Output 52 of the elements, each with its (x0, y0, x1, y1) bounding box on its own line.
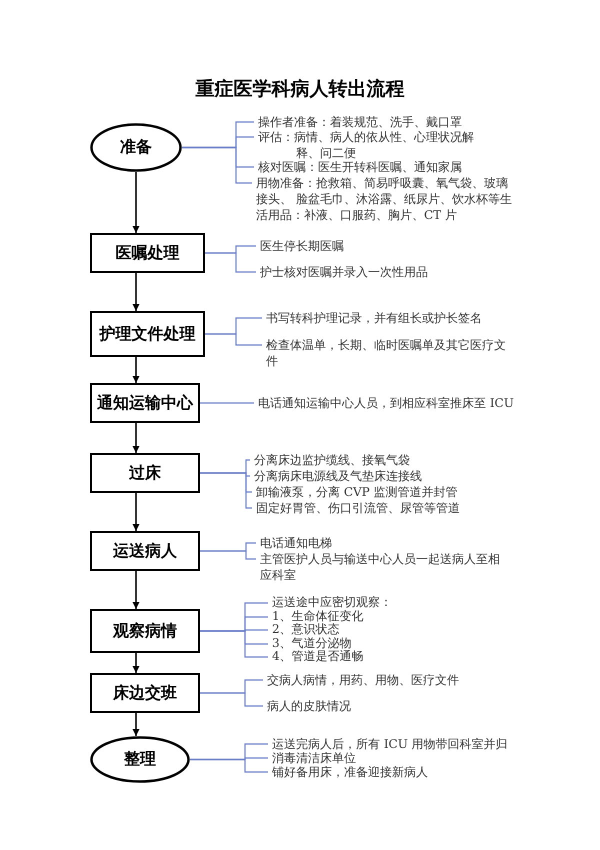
step-note: 3、气道分泌物 (272, 637, 352, 651)
process-ellipse: 整理 (90, 736, 190, 783)
arrow (132, 172, 140, 233)
arrow (132, 713, 140, 736)
process-box: 过床 (90, 453, 200, 493)
title: 重症医学科病人转出流程 (194, 77, 406, 102)
step-note: 交病人病情，用药、用物、医疗文件 (267, 672, 459, 688)
step-note: 评估：病情、病人的依从性、心理状况解释、问二便 (258, 129, 476, 161)
step-note: 病人的皮肤情况 (267, 698, 351, 714)
bracket-line (190, 758, 268, 773)
process-box: 运送病人 (90, 531, 200, 571)
step-note: 核对医嘱：医生开转科医嘱、通知家属 (258, 159, 462, 175)
step-note: 4、管道是否通畅 (272, 650, 364, 664)
step-note: 运送完病人后，所有 ICU 用物带回科室并归 (272, 737, 508, 751)
process-ellipse: 准备 (90, 123, 182, 172)
process-box: 床边交班 (90, 673, 200, 713)
process-box: 医嘱处理 (90, 233, 205, 273)
step-note: 1、生命体征变化 (272, 610, 364, 624)
bracket-line (200, 472, 252, 509)
arrow (132, 423, 140, 453)
bracket-line (205, 333, 262, 346)
process-box: 通知运输中心 (90, 383, 200, 423)
arrow (132, 273, 140, 311)
process-box: 观察病情 (90, 609, 200, 653)
step-note: 分离床边监护缆线、接氧气袋 (254, 452, 410, 468)
step-note: 操作者准备：着装规范、洗手、戴口罩 (258, 114, 462, 130)
step-note: 护士核对医嘱并录入一次性用品 (260, 264, 428, 280)
step-note: 消毒清洁床单位 (272, 751, 356, 765)
step-note: 医生停长期医嘱 (260, 238, 344, 254)
step-note: 运送途中应密切观察： (272, 596, 392, 610)
step-note: 主管医护人员与输送中心人员一起送病人至相应科室 (260, 551, 510, 583)
step-note: 卸输液泵，分离 CVP 监测管道并封管 (256, 484, 458, 500)
arrow (132, 357, 140, 383)
step-note: 电话通知电梯 (260, 535, 332, 551)
bracket-line (182, 146, 252, 184)
step-note: 用物准备：抢救箱、简易呼吸囊、氧气袋、玻璃接头、 脸盆毛巾、沐浴露、纸尿片、饮水杯等生活用品：补液、口服药、胸片、CT 片 (256, 175, 514, 223)
process-box: 护理文件处理 (90, 311, 205, 357)
step-note: 电话通知运输中心人员，到相应科室推床至 ICU (258, 395, 514, 411)
step-note: 检查体温单，长期、临时医嘱单及其它医疗文件 (266, 337, 512, 369)
bracket-line (205, 252, 256, 273)
arrow (132, 571, 140, 609)
arrow (132, 493, 140, 531)
step-note: 书写转科护理记录，并有组长或护长签名 (266, 310, 482, 326)
bracket-line (200, 630, 268, 658)
step-note: 铺好备用床，准备迎接新病人 (272, 765, 428, 779)
step-note: 固定好胃管、伤口引流管、尿管等管道 (256, 500, 460, 516)
step-note: 分离病床电源线及气垫床连接线 (254, 468, 422, 484)
bracket-line (200, 550, 256, 560)
bracket-line (200, 402, 254, 404)
arrow (132, 653, 140, 673)
step-note: 2、意识状态 (272, 623, 340, 637)
bracket-line (200, 692, 263, 707)
